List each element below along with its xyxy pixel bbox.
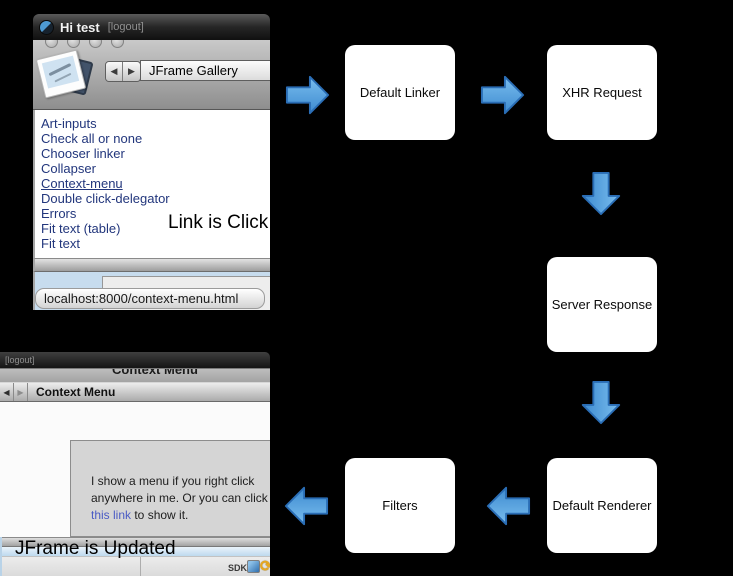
window-footer-strip [0,547,270,556]
gallery-link[interactable]: Errors [41,206,77,221]
frame-content: I show a menu if you right click anywher… [0,402,270,537]
toolbar-button-circle[interactable] [67,40,80,48]
top-window-titlebar: Hi test [logout] [33,14,270,40]
forward-button[interactable]: ▶ [123,62,140,81]
forward-button[interactable]: ▶ [14,383,28,401]
browser-window-top: Hi test [logout] ◀ ▶ JFrame Gallery Art-… [33,14,270,310]
photo-tool-icon[interactable] [247,560,260,573]
flow-box-default-linker: Default Linker [345,45,455,140]
gallery-link[interactable]: Fit text (table) [41,221,121,236]
gallery-link-context-menu[interactable]: Context-menu [41,176,123,191]
clipped-heading: Context Menu [112,368,198,377]
annotation-jframe-updated: JFrame is Updated [15,538,176,559]
sdk-label: SDK [228,563,248,573]
panel-text-tail: to show it. [131,508,189,522]
top-window-toolbar: ◀ ▶ JFrame Gallery [33,40,270,110]
frame-toolbar: ◀ ▶ Context Menu [0,382,270,402]
this-link[interactable]: this link [91,508,132,522]
flow-arrow-left-icon [485,483,531,529]
nav-control: ◀ ▶ [105,61,141,82]
toolbar-button-circle[interactable] [111,40,124,48]
flow-box-default-renderer: Default Renderer [547,458,657,553]
back-button[interactable]: ◀ [106,62,123,81]
gallery-link-list: Art-inputs Check all or none Chooser lin… [33,110,270,258]
back-button[interactable]: ◀ [0,383,14,401]
clipped-heading-strip: Context Menu [0,368,270,382]
gallery-link[interactable]: Collapser [41,161,96,176]
toolbar-button-circle[interactable] [89,40,102,48]
window-resize-bar[interactable] [0,537,270,547]
gallery-photos-icon [35,49,100,107]
gallery-link[interactable]: Fit text [41,236,81,251]
status-bar: SDK ⟳ [0,556,270,576]
refresh-icon[interactable]: ⟳ [260,558,270,575]
flow-arrow-down-icon [578,171,624,217]
window-footer-area: localhost:8000/context-menu.html [33,272,270,310]
bottom-window-titlebar: [logout] [0,352,270,368]
logout-link[interactable]: [logout] [5,355,35,365]
status-url-tooltip: localhost:8000/context-menu.html [35,288,265,309]
logout-link[interactable]: [logout] [107,21,144,33]
annotation-link-clicked: Link is Click [168,212,269,233]
gallery-link[interactable]: Art-inputs [41,116,97,131]
toolbar-button-circle[interactable] [45,40,58,48]
panel-text-line: this link to show it. [91,507,270,524]
flow-box-filters: Filters [345,458,455,553]
flow-arrow-right-icon [285,72,331,118]
frame-title: Context Menu [36,385,116,399]
window-left-edge [0,537,2,576]
frame-title-field: JFrame Gallery [140,60,270,81]
flow-box-server-response: Server Response [547,257,657,352]
status-divider [140,557,141,576]
gallery-link[interactable]: Double click-delegator [41,191,170,206]
app-orb-icon [39,19,54,35]
flow-arrow-left-icon [283,483,329,529]
gallery-link[interactable]: Chooser linker [41,146,125,161]
context-menu-panel[interactable]: I show a menu if you right click anywher… [70,440,270,537]
flow-box-xhr-request: XHR Request [547,45,657,140]
browser-window-bottom: [logout] Context Menu ◀ ▶ Context Menu I… [0,352,270,576]
flow-arrow-right-icon [480,72,526,118]
window-resize-bar[interactable] [33,258,270,272]
gallery-link[interactable]: Check all or none [41,131,143,146]
panel-text-line: anywhere in me. Or you can click [91,491,268,505]
panel-text-line: I show a menu if you right click [91,474,255,488]
top-window-title: Hi test [60,19,100,35]
flow-arrow-down-icon [578,380,624,426]
photo-image [41,55,80,89]
